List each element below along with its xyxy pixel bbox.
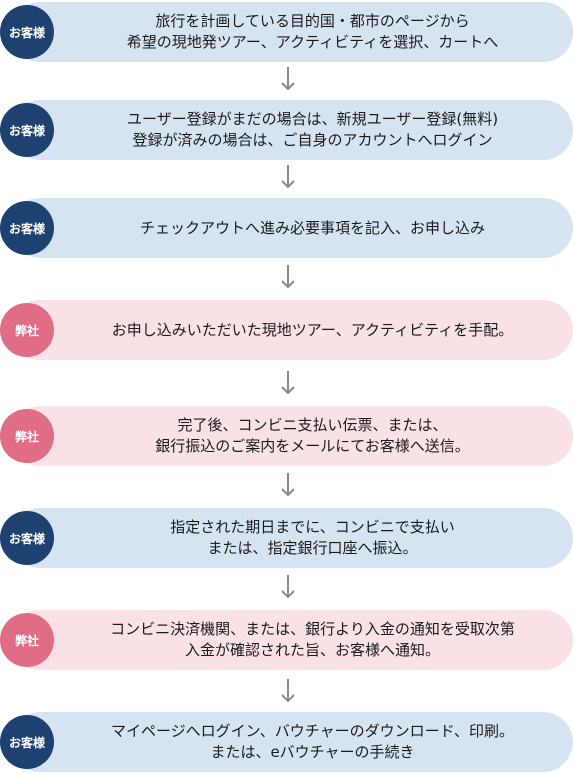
step-text: 完了後、コンビニ支払い伝票、または、 銀行振込のご案内をメールにてお客様へ送信。 bbox=[62, 406, 563, 466]
step-text: チェックアウトへ進み必要事項を記入、お申し込み bbox=[62, 198, 563, 258]
step-text-line: コンビニ決済機関、または、銀行より入金の通知を受取次第 bbox=[110, 620, 515, 638]
flow-step-6: お客様 指定された期日までに、コンビニで支払い または、指定銀行口座へ振込。 bbox=[0, 508, 575, 568]
down-arrow-icon bbox=[281, 265, 295, 289]
step-text-line: お申し込みいただいた現地ツアー、アクティビティを手配。 bbox=[111, 320, 514, 339]
step-text: 指定された期日までに、コンビニで支払い または、指定銀行口座へ振込。 bbox=[62, 508, 563, 568]
step-text-line: マイページへログイン、バウチャーのダウンロード、印刷。 bbox=[110, 722, 515, 740]
customer-badge: お客様 bbox=[0, 201, 54, 255]
flow-step-4: 弊社 お申し込みいただいた現地ツアー、アクティビティを手配。 bbox=[0, 300, 575, 360]
step-text-line: チェックアウトへ進み必要事項を記入、お申し込み bbox=[139, 218, 485, 237]
down-arrow-icon bbox=[281, 165, 295, 189]
step-text-line: 登録が済みの場合は、ご自身のアカウントへログイン bbox=[132, 131, 493, 149]
step-bar bbox=[10, 610, 573, 670]
flow-step-8: お客様 マイページへログイン、バウチャーのダウンロード、印刷。 または、eバウチ… bbox=[0, 712, 575, 772]
down-arrow-icon bbox=[281, 679, 295, 703]
step-text-line: 希望の現地発ツアー、アクティビティを選択、カートへ bbox=[126, 33, 499, 51]
step-bar bbox=[10, 198, 573, 258]
step-bar bbox=[10, 508, 573, 568]
step-text-line: 完了後、コンビニ支払い伝票、または、 bbox=[177, 416, 448, 434]
flow-step-3: お客様 チェックアウトへ進み必要事項を記入、お申し込み bbox=[0, 198, 575, 258]
company-badge: 弊社 bbox=[0, 303, 54, 357]
step-text-line: 入金が確認された旨、お客様へ通知。 bbox=[184, 641, 440, 659]
down-arrow-icon bbox=[281, 473, 295, 497]
customer-badge: お客様 bbox=[0, 511, 54, 565]
step-text-line: 銀行振込のご案内をメールにてお客様へ送信。 bbox=[155, 437, 470, 455]
company-badge: 弊社 bbox=[0, 613, 54, 667]
flow-step-7: 弊社 コンビニ決済機関、または、銀行より入金の通知を受取次第 入金が確認された旨… bbox=[0, 610, 575, 670]
customer-badge: お客様 bbox=[0, 5, 54, 59]
down-arrow-icon bbox=[281, 371, 295, 395]
step-text-line: 指定された期日までに、コンビニで支払い bbox=[170, 518, 455, 536]
step-bar bbox=[10, 2, 573, 62]
down-arrow-icon bbox=[281, 67, 295, 91]
company-badge: 弊社 bbox=[0, 409, 54, 463]
flow-step-1: お客様 旅行を計画している目的国・都市のページから 希望の現地発ツアー、アクティ… bbox=[0, 2, 575, 62]
step-text-line: ユーザー登録がまだの場合は、新規ユーザー登録(無料) bbox=[126, 110, 499, 128]
step-text: 旅行を計画している目的国・都市のページから 希望の現地発ツアー、アクティビティを… bbox=[62, 2, 563, 62]
step-bar bbox=[10, 712, 573, 772]
step-text-line: 旅行を計画している目的国・都市のページから bbox=[155, 12, 470, 30]
flow-step-2: お客様 ユーザー登録がまだの場合は、新規ユーザー登録(無料) 登録が済みの場合は… bbox=[0, 100, 575, 160]
step-text-line: または、eバウチャーの手続き bbox=[210, 743, 415, 761]
step-bar bbox=[10, 300, 573, 360]
customer-badge: お客様 bbox=[0, 715, 54, 769]
down-arrow-icon bbox=[281, 575, 295, 599]
step-text: コンビニ決済機関、または、銀行より入金の通知を受取次第 入金が確認された旨、お客… bbox=[62, 610, 563, 670]
step-bar bbox=[10, 406, 573, 466]
step-text-line: または、指定銀行口座へ振込。 bbox=[207, 539, 418, 557]
flow-step-5: 弊社 完了後、コンビニ支払い伝票、または、 銀行振込のご案内をメールにてお客様へ… bbox=[0, 406, 575, 466]
step-text: ユーザー登録がまだの場合は、新規ユーザー登録(無料) 登録が済みの場合は、ご自身… bbox=[62, 100, 563, 160]
step-text: マイページへログイン、バウチャーのダウンロード、印刷。 または、eバウチャーの手… bbox=[62, 712, 563, 772]
customer-badge: お客様 bbox=[0, 103, 54, 157]
step-bar bbox=[10, 100, 573, 160]
step-text: お申し込みいただいた現地ツアー、アクティビティを手配。 bbox=[62, 300, 563, 360]
